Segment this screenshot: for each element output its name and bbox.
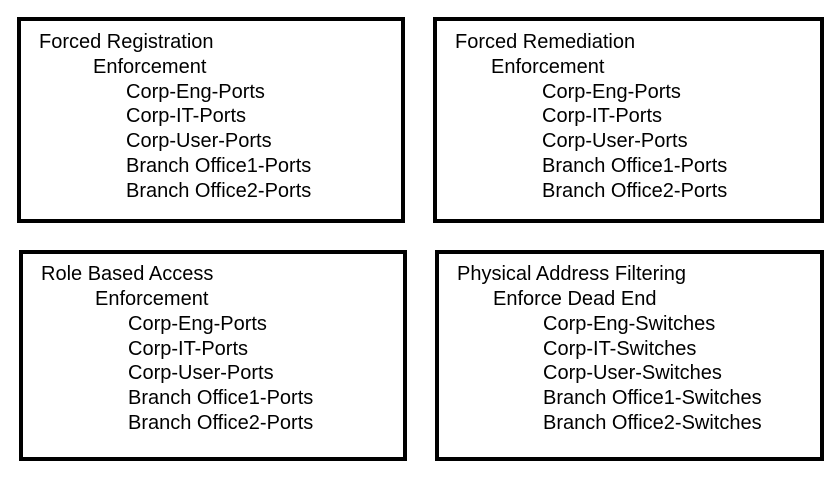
panel-item: Corp-Eng-Ports [126,81,265,103]
panel-forced-registration [17,17,405,223]
panel-item: Corp-IT-Ports [126,105,247,127]
panel-item: Branch Office2-Ports [126,180,312,202]
panel-title: Forced Remediation [455,31,636,53]
panel-item: Corp-User-Ports [128,362,274,384]
panel-role-based-access [19,250,407,461]
panel-item: Corp-Eng-Ports [542,81,681,103]
panel-item: Branch Office1-Ports [126,155,312,177]
panel-forced-remediation [433,17,824,223]
panel-action: Enforcement [491,56,605,78]
panel-item: Corp-User-Switches [543,362,722,384]
panel-item: Corp-Eng-Ports [128,313,267,335]
panel-item: Branch Office2-Switches [543,412,762,434]
panel-action: Enforcement [93,56,207,78]
panel-item: Branch Office1-Switches [543,387,762,409]
panel-title: Role Based Access [41,263,214,285]
panel-item: Corp-User-Ports [126,130,272,152]
panel-physical-address-filtering [435,250,824,461]
panel-item: Corp-User-Ports [542,130,688,152]
panel-item: Branch Office2-Ports [542,180,728,202]
panel-item: Corp-Eng-Switches [543,313,716,335]
panel-item: Branch Office2-Ports [128,412,314,434]
panel-action: Enforcement [95,288,209,310]
panel-title: Forced Registration [39,31,214,53]
panel-item: Corp-IT-Ports [128,338,249,360]
panel-action: Enforce Dead End [493,288,657,310]
panel-item: Corp-IT-Ports [542,105,663,127]
panel-item: Corp-IT-Switches [543,338,697,360]
panel-item: Branch Office1-Ports [542,155,728,177]
panel-title: Physical Address Filtering [457,263,686,285]
panel-item: Branch Office1-Ports [128,387,314,409]
